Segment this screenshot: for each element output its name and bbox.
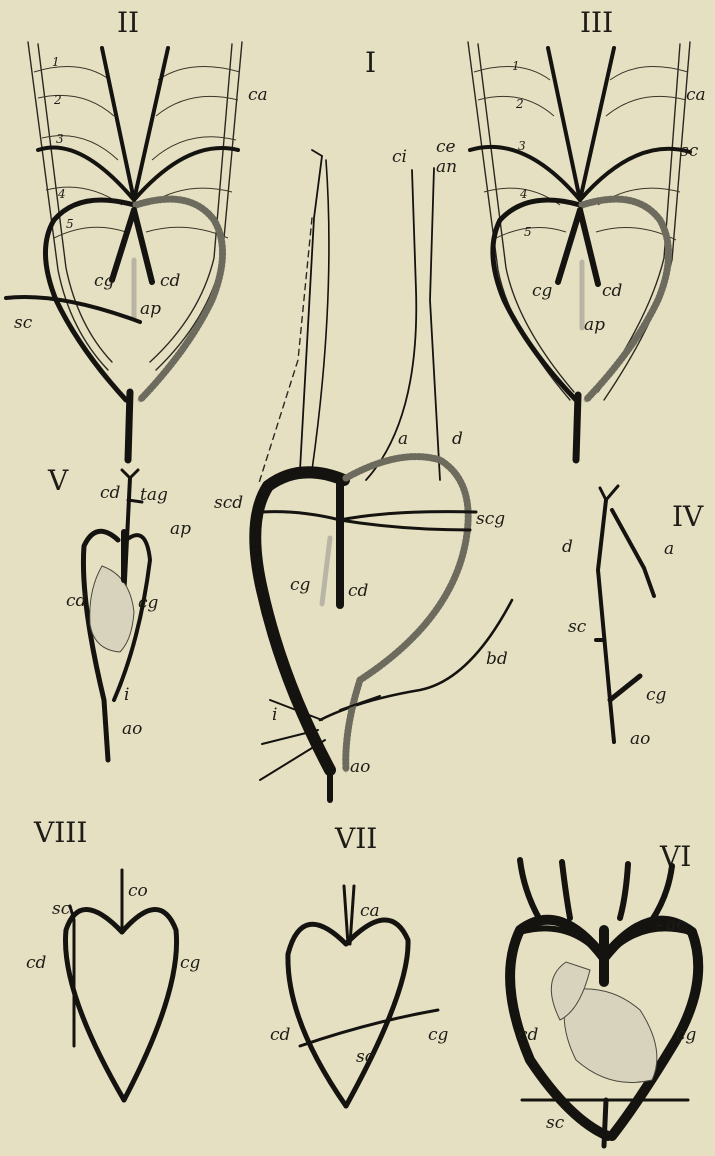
fig7-label-sc: sc bbox=[356, 1047, 375, 1067]
fig1-label-ao: ao bbox=[350, 757, 370, 777]
fig1-label-bd: bd bbox=[486, 649, 508, 669]
figure-6: VI ac cd cg sc bbox=[510, 840, 698, 1146]
fig4-label-sc: sc bbox=[568, 617, 587, 637]
fig4-label-ao: ao bbox=[630, 729, 650, 749]
figure-5-numeral: V bbox=[47, 464, 69, 497]
fig6-label-sc: sc bbox=[546, 1113, 565, 1133]
fig3-arch-5: 5 bbox=[524, 225, 532, 239]
fig2-arch-4: 4 bbox=[57, 187, 66, 201]
fig1-label-cg: cg bbox=[290, 575, 311, 595]
figure-1-numeral: I bbox=[365, 46, 376, 79]
fig1-label-cd: cd bbox=[348, 581, 369, 601]
fig4-label-a: a bbox=[664, 539, 674, 559]
fig1-label-scg: scg bbox=[476, 509, 505, 529]
figure-7: VII ca cd sc cg bbox=[270, 822, 449, 1106]
fig7-label-ca: ca bbox=[360, 901, 380, 921]
fig4-label-d: d bbox=[562, 537, 573, 557]
fig6-label-ac: ac bbox=[666, 915, 686, 935]
figure-6-numeral: VI bbox=[659, 840, 691, 873]
figure-2-numeral: II bbox=[117, 6, 139, 39]
fig8-label-co: co bbox=[128, 881, 148, 901]
fig8-label-sc: sc bbox=[52, 899, 71, 919]
figure-7-numeral: VII bbox=[334, 822, 377, 855]
fig1-label-a: a bbox=[398, 429, 408, 449]
fig8-label-cd: cd bbox=[26, 953, 47, 973]
fig1-label-ce: ce bbox=[436, 137, 456, 157]
fig5-label-i: i bbox=[124, 685, 129, 705]
figure-4-numeral: IV bbox=[672, 500, 704, 533]
fig1-label-d: d bbox=[452, 429, 463, 449]
fig2-label-cd: cd bbox=[160, 271, 181, 291]
fig1-label-an: an bbox=[436, 157, 457, 177]
fig7-label-cd: cd bbox=[270, 1025, 291, 1045]
fig2-arch-3: 3 bbox=[56, 132, 64, 146]
fig2-arch-5: 5 bbox=[66, 217, 74, 231]
fig5-label-ap: ap bbox=[170, 519, 191, 539]
fig2-label-ap: ap bbox=[140, 299, 161, 319]
fig6-label-cg: cg bbox=[676, 1025, 697, 1045]
fig2-arch-1: 1 bbox=[52, 55, 60, 69]
fig3-arch-1: 1 bbox=[512, 59, 520, 73]
fig3-label-ca: ca bbox=[686, 85, 706, 105]
fig3-label-sc: sc bbox=[680, 141, 699, 161]
figure-1: I ci ce an a d scd scg bbox=[214, 46, 512, 800]
fig1-label-ci: ci bbox=[392, 147, 407, 167]
fig1-label-scd: scd bbox=[214, 493, 243, 513]
fig3-arch-4: 4 bbox=[519, 187, 528, 201]
fig2-label-cg: cg bbox=[94, 271, 115, 291]
fig1-label-i: i bbox=[272, 705, 277, 725]
figure-2: II 1 2 3 4 5 ca cg cd ap bbox=[6, 6, 268, 460]
fig3-label-ap: ap bbox=[584, 315, 605, 335]
fig5-label-cg: cg bbox=[138, 593, 159, 613]
fig2-label-ca: ca bbox=[248, 85, 268, 105]
figure-5: V cd tag ap cd cg i ao bbox=[47, 464, 191, 760]
figure-8: VIII co sc cd cg bbox=[26, 816, 201, 1100]
fig3-arch-3: 3 bbox=[518, 139, 526, 153]
fig5-label-cd-top: cd bbox=[100, 483, 121, 503]
figure-8-numeral: VIII bbox=[33, 816, 87, 849]
figure-3: III 1 2 3 4 5 ca sc cg cd ap bbox=[468, 6, 706, 460]
fig3-arch-2: 2 bbox=[515, 97, 524, 111]
figure-4: IV d a sc cg ao bbox=[562, 486, 704, 749]
fig2-label-sc: sc bbox=[14, 313, 33, 333]
fig8-label-cg: cg bbox=[180, 953, 201, 973]
fig5-label-ao: ao bbox=[122, 719, 142, 739]
fig2-arch-2: 2 bbox=[53, 93, 62, 107]
fig6-label-cd: cd bbox=[518, 1025, 539, 1045]
figure-3-numeral: III bbox=[580, 6, 613, 39]
fig5-label-tag: tag bbox=[140, 485, 168, 505]
fig7-label-cg: cg bbox=[428, 1025, 449, 1045]
fig4-label-cg: cg bbox=[646, 685, 667, 705]
fig3-label-cg: cg bbox=[532, 281, 553, 301]
fig3-label-cd: cd bbox=[602, 281, 623, 301]
fig5-label-cd: cd bbox=[66, 591, 87, 611]
